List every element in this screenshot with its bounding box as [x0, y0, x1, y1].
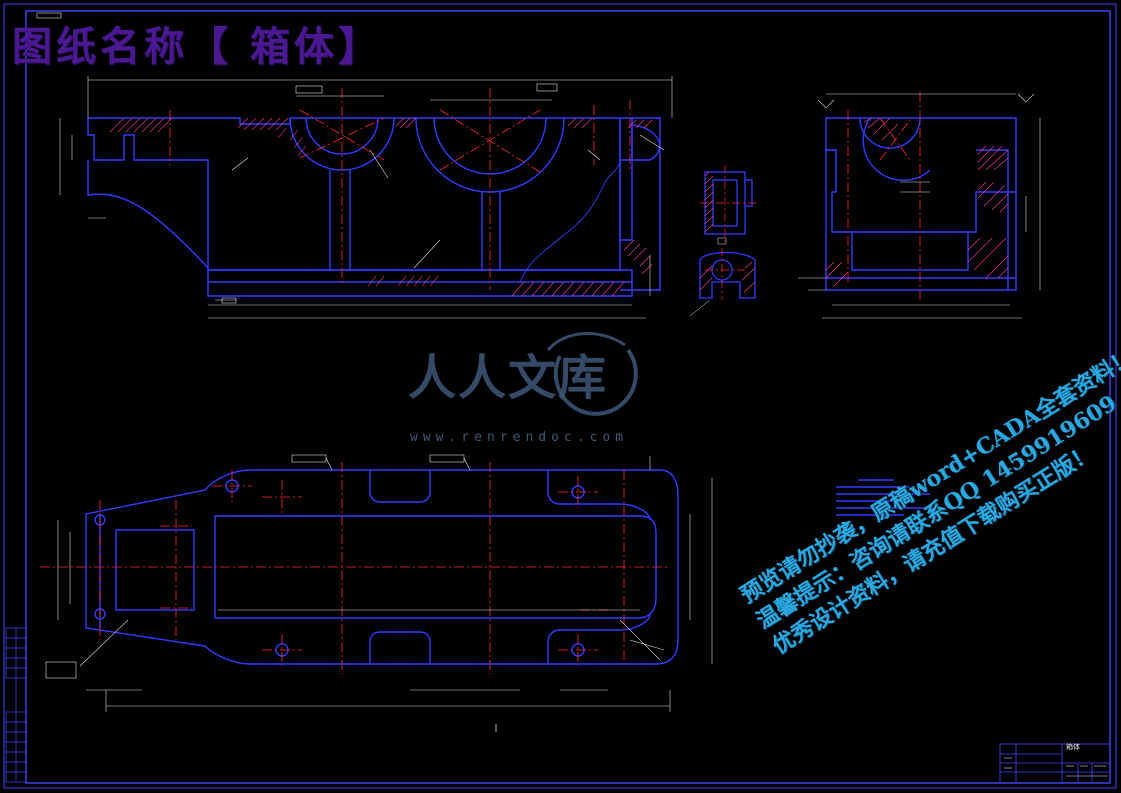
front-view-base: [207, 269, 633, 297]
drawing-title-banner: 图纸名称【 箱体】: [12, 23, 382, 70]
outer-border: [3, 3, 1117, 789]
top-view-left-pocket: [115, 529, 195, 611]
front-view: [59, 76, 673, 319]
bearing-bore-left-inner: [305, 117, 379, 155]
inner-border: [25, 10, 1111, 784]
detail-view-b: [689, 237, 756, 317]
front-view-center-lines: [169, 88, 631, 290]
front-view-break-line: [519, 159, 621, 283]
front-view-body-outline: [87, 118, 621, 271]
front-view-dimensions: [59, 76, 673, 319]
title-block: [999, 743, 1111, 784]
technical-requirements: [836, 479, 930, 516]
oil-drain-boss: [631, 124, 661, 161]
watermark-logo-text: 人人文库: [408, 350, 609, 406]
top-view-outline: [85, 469, 679, 665]
top-view: [40, 454, 713, 712]
side-view: [798, 92, 1041, 319]
watermark-logo-graphic: [546, 332, 638, 416]
top-view-inner-cavity: [214, 515, 657, 619]
title-block-part-name: 箱体: [1066, 743, 1080, 751]
detail-view-a: [700, 165, 758, 242]
left-side-table: [5, 627, 27, 783]
front-view-right-wall: [619, 117, 661, 291]
top-left-tag: [36, 12, 62, 19]
watermark-url: www.renrendoc.com: [410, 430, 629, 445]
front-view-hatching: [109, 117, 653, 297]
front-view-left-rib: [87, 160, 209, 269]
